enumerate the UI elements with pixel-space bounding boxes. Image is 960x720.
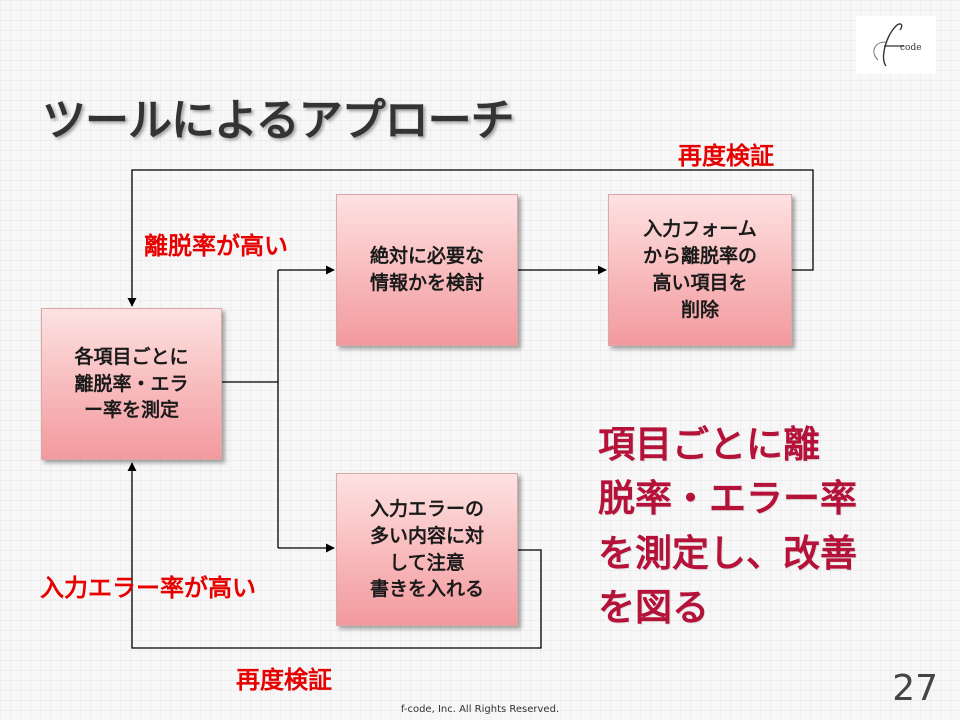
high-bounce-label: 離脱率が高い [144,232,288,260]
svg-text:code: code [900,43,922,53]
measure-box: 各項目ごとに 離脱率・エラ ー率を測定 [41,308,222,460]
reverify-top-label: 再度検証 [678,142,774,170]
error-note-box: 入力エラーの 多い内容に対 して注意 書きを入れる [336,473,518,626]
slide-title: ツールによるアプローチ [42,95,515,146]
high-error-label: 入力エラー率が高い [40,574,256,602]
f-code-logo: code [856,16,936,74]
reverify-top-loop [127,169,814,307]
copyright-footer: f-code, Inc. All Rights Reserved. [400,704,560,715]
conclusion-text: 項目ごとに離 脱率・エラー率 を測定し、改善 を図る [598,423,857,630]
reverify-bottom-label: 再度検証 [236,666,332,694]
branch-line [222,270,279,548]
consider-box: 絶対に必要な 情報かを検討 [336,194,518,346]
page-number: 27 [892,668,938,709]
remove-items-box: 入力フォーム から離脱率の 高い項目を 削除 [608,194,792,346]
reverify-bottom-loop [127,462,542,649]
f-code-logo-mark: code [873,23,922,67]
